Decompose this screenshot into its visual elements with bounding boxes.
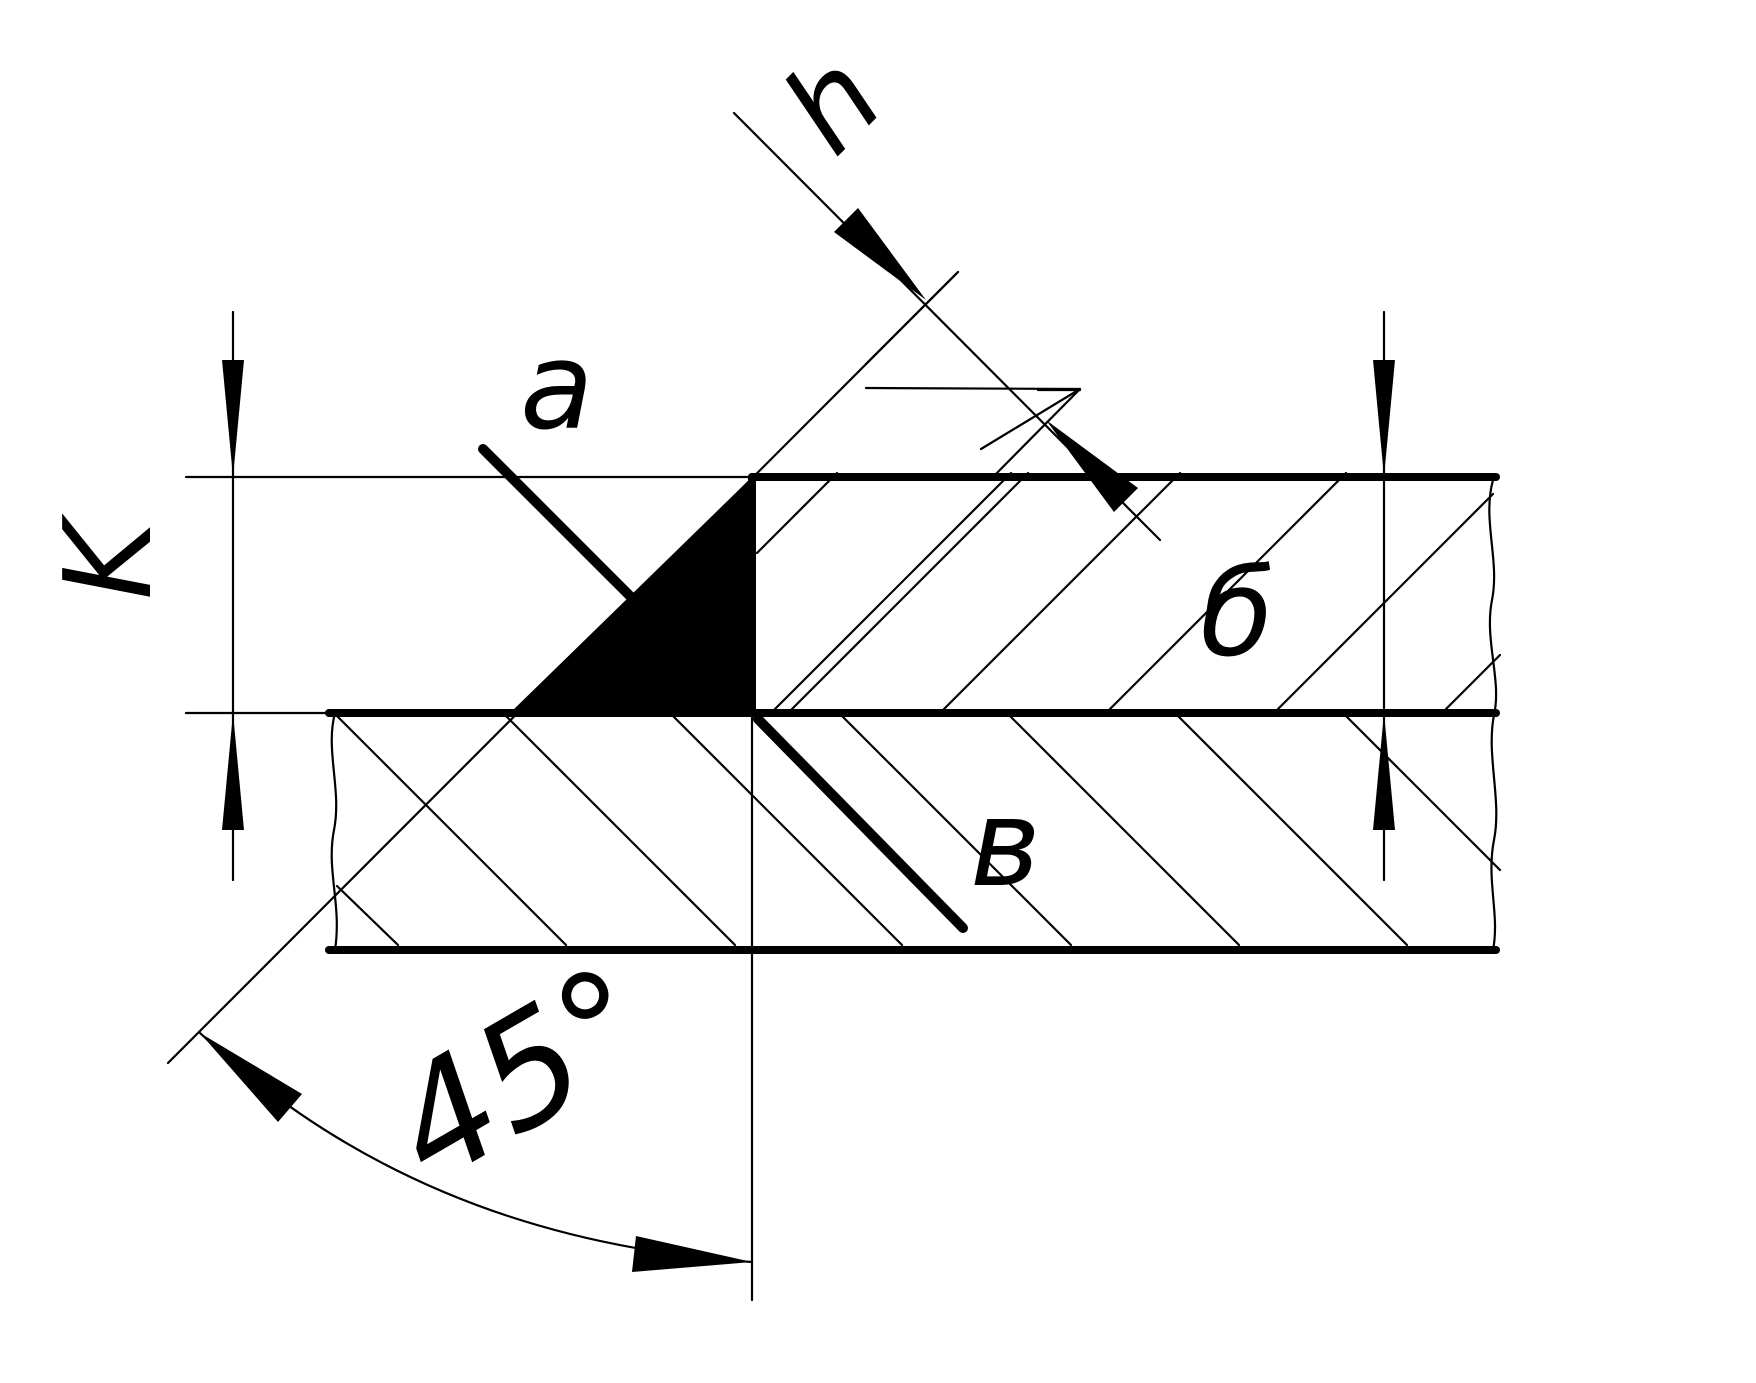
label-v: в: [970, 775, 1041, 914]
leader-a: [478, 444, 635, 601]
b-thickness-dimension: [1373, 310, 1395, 882]
label-h: h: [757, 28, 909, 180]
leader-v: [753, 714, 968, 933]
label-b: б: [1200, 545, 1274, 684]
k-dimension: [184, 310, 754, 882]
label-angle: 45°: [362, 933, 679, 1217]
label-k: K: [40, 513, 179, 600]
angle-dimension: [198, 1031, 754, 1272]
construction-lines: [166, 270, 960, 1302]
label-a: a: [520, 318, 594, 457]
h-dimension: [732, 111, 1162, 542]
lower-plate-hatching: [335, 714, 1502, 947]
upper-plate-hatching: [755, 471, 1502, 711]
